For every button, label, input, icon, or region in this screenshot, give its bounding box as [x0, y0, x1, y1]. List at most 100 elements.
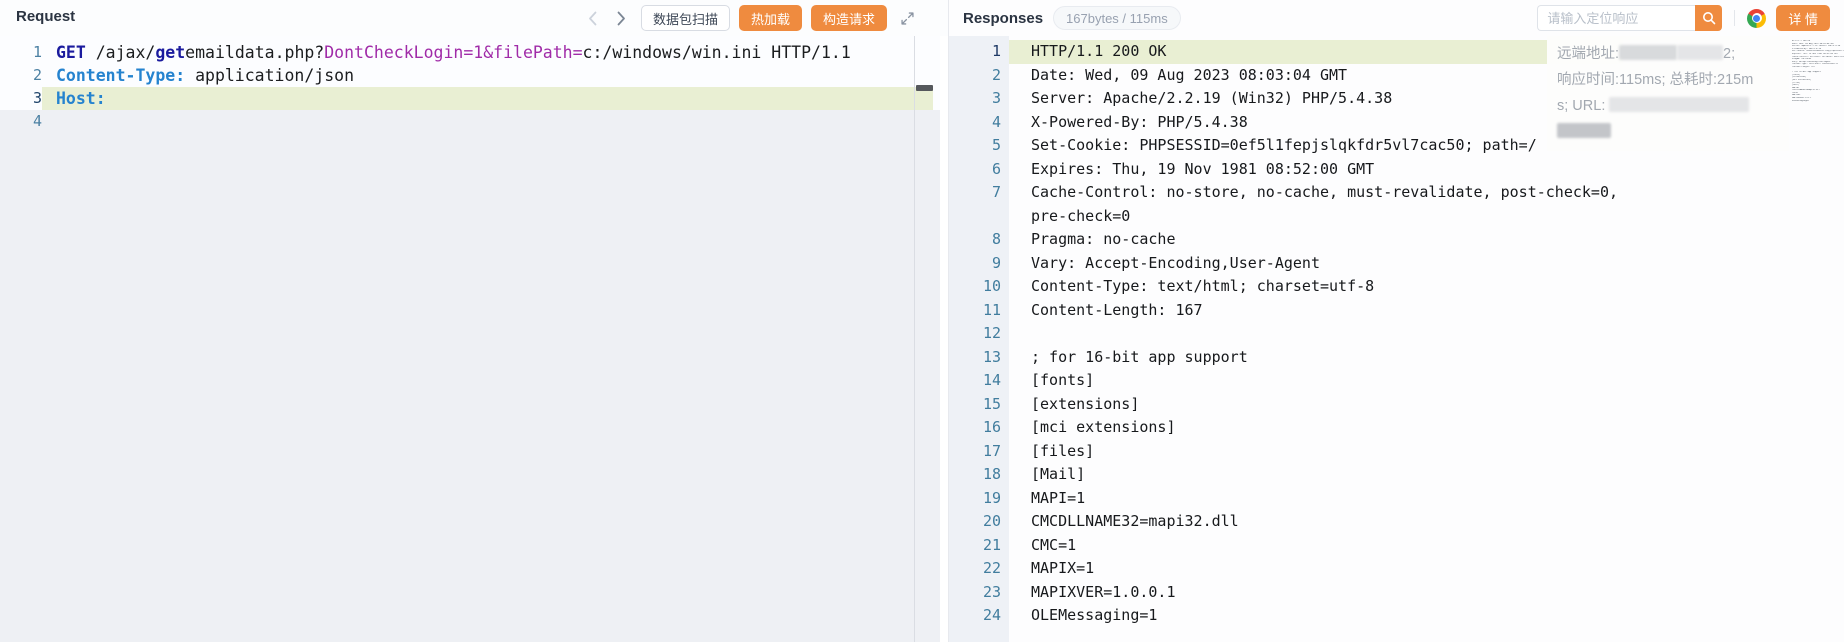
response-line-text: Set-Cookie: PHPSESSID=0ef5l1fepjslqkfdr5… — [1031, 136, 1537, 154]
minimap-line: ; for 16-bit app support — [1792, 71, 1821, 74]
request-title: Request — [16, 8, 76, 25]
response-line-text: Expires: Thu, 19 Nov 1981 08:52:00 GMT — [1031, 159, 1375, 178]
response-line-text: [mci extensions] — [1031, 418, 1176, 436]
line-number: 23 — [982, 582, 1001, 601]
minimap-line: Server: Apache/2.2.19 (Win32) PHP/5.4.38 — [1792, 45, 1841, 48]
request-line-1: 1 GET /ajax/getemaildata.php?DontCheckLo… — [0, 41, 948, 64]
build-request-button[interactable]: 构造请求 — [810, 5, 887, 31]
response-line-text: [extensions] — [1031, 394, 1140, 413]
response-line: 4 X-Powered-By: PHP/5.4.38 — [949, 111, 1844, 135]
line-number: 14 — [982, 371, 1001, 389]
request-header: Request 数据包扫描 热加载 构造请求 — [0, 0, 948, 36]
response-line-text: Pragma: no-cache — [1031, 230, 1176, 248]
minimap-line: Content-Length: 167 — [1792, 65, 1815, 68]
minimap-line: [mci extensions] — [1792, 78, 1812, 81]
response-line-text: Content-Length: 167 — [1031, 300, 1203, 319]
line-number: 2 — [32, 66, 42, 84]
packet-scan-button[interactable]: 数据包扫描 — [640, 5, 730, 31]
line-number: 6 — [991, 159, 1001, 178]
response-line: 5 Set-Cookie: PHPSESSID=0ef5l1fepjslqkfd… — [949, 134, 1844, 158]
expand-fullscreen-button[interactable] — [896, 5, 918, 31]
response-line: 8 Pragma: no-cache — [949, 228, 1844, 252]
request-editor[interactable]: 1 GET /ajax/getemaildata.php?DontCheckLo… — [0, 36, 948, 642]
response-line: 22 MAPIX=1 — [949, 557, 1844, 581]
response-editor[interactable]: 1 HTTP/1.1 200 OK 2 Date: Wed, 09 Aug 20… — [949, 36, 1844, 642]
info-redacted-row — [1557, 119, 1779, 145]
line-number: 9 — [991, 253, 1001, 272]
response-line: 14 [fonts] — [949, 369, 1844, 393]
info-url: s; URL: — [1557, 93, 1779, 119]
minimap-line: Date: Wed, 09 Aug 2023 08:03:04 GMT — [1792, 42, 1835, 45]
response-line-text: MAPIX=1 — [1031, 559, 1095, 577]
response-line: 18 [Mail] — [949, 463, 1844, 487]
request-line-1-text: GET /ajax/getemaildata.php?DontCheckLogi… — [56, 43, 851, 62]
response-line-text: CMC=1 — [1031, 535, 1077, 554]
response-line-text: [files] — [1031, 441, 1095, 460]
response-line: 3 Server: Apache/2.2.19 (Win32) PHP/5.4.… — [949, 87, 1844, 111]
request-toolbar: 数据包扫描 热加载 构造请求 — [583, 5, 918, 31]
prev-request-button[interactable] — [583, 5, 603, 31]
next-request-button[interactable] — [612, 5, 632, 31]
response-line: 20 CMCDLLNAME32=mapi32.dll — [949, 510, 1844, 534]
response-line: 24 OLEMessaging=1 — [949, 604, 1844, 628]
minimap-line: [extensions] — [1792, 76, 1807, 79]
request-editor-empty-bg — [0, 110, 940, 642]
response-minimap[interactable]: HTTP/1.1 200 OK Date: Wed, 09 Aug 2023 0… — [1792, 40, 1844, 102]
minimap-line: Vary: Accept-Encoding,User-Agent — [1792, 60, 1831, 63]
line-number: 3 — [991, 89, 1001, 107]
line-number: 17 — [982, 441, 1001, 460]
line-number: 11 — [982, 300, 1001, 319]
minimap-line: MAPI=1 — [1792, 86, 1800, 89]
minimap-line: MAPIX=1 — [1792, 94, 1801, 97]
line-number: 7 — [991, 183, 1001, 201]
line-number: 13 — [982, 347, 1001, 366]
response-line-text: MAPI=1 — [1031, 488, 1086, 507]
response-line: 10 Content-Type: text/html; charset=utf-… — [949, 275, 1844, 299]
response-line: 19 MAPI=1 — [949, 487, 1844, 511]
redacted-text — [1619, 45, 1678, 60]
response-line: 15 [extensions] — [949, 393, 1844, 417]
request-code: 1 GET /ajax/getemaildata.php?DontCheckLo… — [0, 36, 948, 133]
search-button[interactable] — [1695, 5, 1723, 31]
minimap-line: [fonts] — [1792, 73, 1801, 76]
request-line-3-active: 3 Host: — [0, 87, 948, 110]
response-info-overlay: 远端地址:2; 响应时间:115ms; 总耗时:215m s; URL: — [1547, 36, 1789, 151]
redacted-text — [1677, 45, 1724, 60]
hot-reload-button[interactable]: 热加载 — [738, 5, 802, 31]
minimap-line: Cache-Control: no-store, no-cache, must-… — [1792, 55, 1844, 58]
line-number: 24 — [982, 606, 1001, 624]
response-line: 9 Vary: Accept-Encoding,User-Agent — [949, 252, 1844, 276]
request-line-4: 4 — [0, 110, 948, 133]
response-line-text: [Mail] — [1031, 465, 1086, 483]
response-line: 7 Cache-Control: no-store, no-cache, mus… — [949, 181, 1844, 228]
response-line-text: MAPIXVER=1.0.0.1 — [1031, 582, 1176, 601]
line-number: 2 — [991, 65, 1001, 84]
response-line: 1 HTTP/1.1 200 OK — [949, 40, 1844, 64]
line-number: 22 — [982, 559, 1001, 577]
minimap-line: X-Powered-By: PHP/5.4.38 — [1792, 47, 1821, 50]
line-number: 21 — [982, 535, 1001, 554]
response-line: 12 — [949, 322, 1844, 346]
info-timing: 响应时间:115ms; 总耗时:215m — [1557, 72, 1754, 88]
response-header: Responses 167bytes / 115ms 详 情 — [949, 0, 1844, 36]
response-line-text: HTTP/1.1 200 OK — [1009, 40, 1623, 64]
info-remote-address: 远端地址:2; — [1557, 45, 1736, 62]
response-line: 6 Expires: Thu, 19 Nov 1981 08:52:00 GMT — [949, 158, 1844, 182]
response-line-text: Cache-Control: no-store, no-cache, must-… — [1031, 183, 1628, 225]
response-line-text: CMCDLLNAME32=mapi32.dll — [1031, 512, 1239, 530]
line-number: 8 — [991, 230, 1001, 248]
response-line-text: Date: Wed, 09 Aug 2023 08:03:04 GMT — [1031, 65, 1348, 84]
open-in-chrome-icon[interactable] — [1747, 8, 1767, 28]
line-number: 15 — [982, 394, 1001, 413]
request-line-4-text — [42, 110, 933, 133]
search-input[interactable] — [1537, 5, 1696, 31]
response-line-text: [fonts] — [1031, 371, 1095, 389]
response-line: 11 Content-Length: 167 — [949, 299, 1844, 323]
response-title: Responses — [963, 9, 1044, 27]
minimap-line: HTTP/1.1 200 OK — [1792, 40, 1811, 42]
minimap-line: Content-Type: text/html; charset=utf-8 — [1792, 63, 1838, 66]
request-scrollbar-thumb[interactable] — [916, 85, 933, 91]
detail-button[interactable]: 详 情 — [1776, 5, 1830, 31]
minimap-line: [Mail] — [1792, 84, 1800, 87]
